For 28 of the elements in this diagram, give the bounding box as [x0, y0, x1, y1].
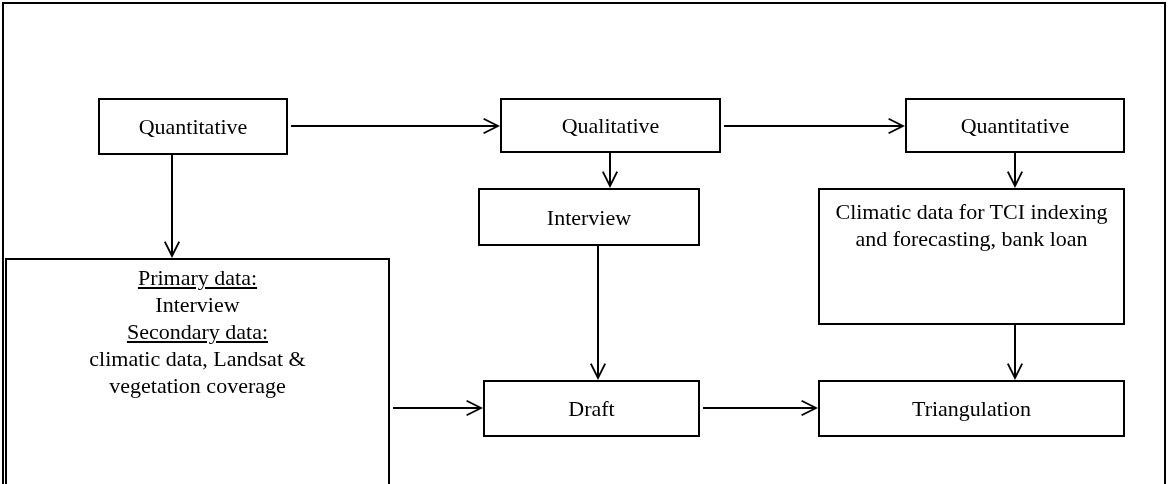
- arrow: [589, 245, 607, 379]
- box-text: Interview: [546, 203, 632, 231]
- process-box: [5, 258, 390, 484]
- arrow: [290, 117, 499, 135]
- arrow: [1006, 324, 1024, 379]
- box-text: Quantitative: [138, 113, 248, 140]
- process-box: [483, 380, 700, 437]
- box-text: Triangulation: [912, 395, 1031, 422]
- box-text: climatic data, Landsat & vegetation coverage: [88, 345, 307, 399]
- section-heading: Secondary data:: [126, 318, 269, 345]
- box-text: Qualitative: [561, 112, 660, 139]
- box-text: Interview: [155, 291, 240, 318]
- process-box: [818, 380, 1125, 437]
- arrow: [601, 152, 619, 187]
- process-box: [98, 98, 288, 155]
- arrow: [1006, 152, 1024, 187]
- box-text: Climatic data for TCI indexing and forecasting, bank loan: [834, 198, 1109, 252]
- box-text: Quantitative: [960, 112, 1070, 139]
- arrow: [392, 399, 482, 417]
- process-box: [478, 188, 700, 246]
- arrow: [723, 117, 904, 135]
- process-box: [905, 98, 1125, 153]
- section-heading: Primary data:: [137, 264, 258, 291]
- process-box: [818, 188, 1125, 325]
- process-box: [500, 98, 721, 153]
- arrow: [702, 399, 817, 417]
- arrow: [163, 154, 181, 257]
- box-text: Draft: [568, 395, 615, 422]
